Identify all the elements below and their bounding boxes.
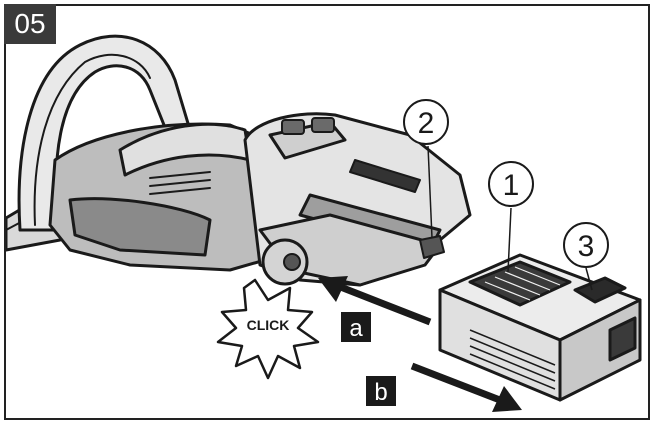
- label-a: a: [341, 312, 371, 342]
- callout-1: 1: [488, 161, 534, 273]
- diagram-frame: [4, 4, 650, 420]
- contact-grid: [484, 266, 561, 301]
- callout-1-text: 1: [503, 169, 520, 202]
- callout-3: 3: [563, 222, 609, 291]
- battery-side-grip: [608, 316, 637, 362]
- lower-guard: [68, 197, 212, 257]
- click-starburst: [216, 278, 320, 380]
- battery-pack: [438, 253, 642, 402]
- battery-contacts: [468, 260, 572, 307]
- callout-2: 2: [403, 99, 449, 239]
- battery-latch: [419, 235, 445, 259]
- hedge-trimmer: [4, 34, 472, 287]
- arrow-insert: [318, 276, 432, 326]
- label-a-text: a: [349, 315, 363, 342]
- click-burst: CLICK: [216, 278, 320, 380]
- battery-grooves: [469, 329, 556, 390]
- callout-2-text: 2: [418, 107, 435, 140]
- label-b: b: [366, 376, 396, 406]
- handle-stripe: [349, 159, 421, 193]
- power-button: [281, 119, 305, 135]
- callout-3-text: 3: [578, 230, 595, 263]
- click-text: CLICK: [247, 317, 290, 333]
- battery-release-button: [573, 276, 627, 304]
- release-knob-center: [283, 253, 301, 271]
- step-number-badge: 05: [4, 4, 56, 44]
- arrow-remove: [410, 362, 522, 412]
- front-handle: [17, 34, 192, 232]
- label-b-text: b: [374, 379, 387, 406]
- vent-slots: [149, 171, 211, 195]
- trigger-switch: [311, 117, 335, 133]
- front-handle-inner: [33, 53, 151, 226]
